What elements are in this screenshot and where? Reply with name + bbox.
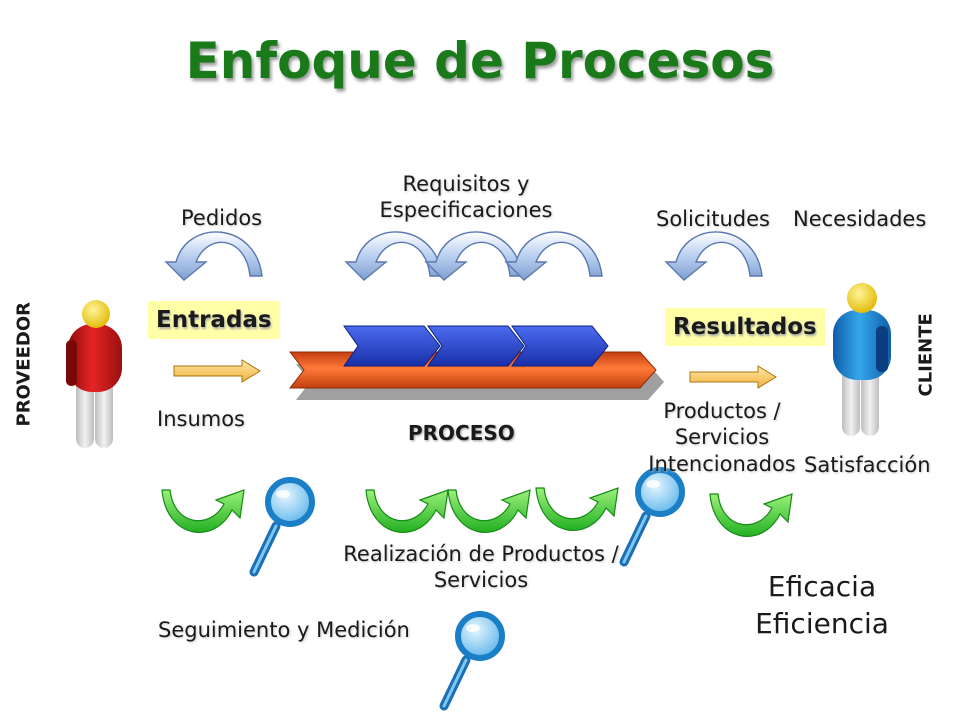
output-right-arrow-icon: [689, 365, 777, 389]
solicitudes-label: Solicitudes: [656, 207, 770, 231]
pedidos-label: Pedidos: [181, 206, 263, 230]
client-person-icon: [833, 283, 891, 436]
client-label: CLIENTE: [915, 313, 937, 397]
solicitudes-curved-arrow-icon: [665, 231, 763, 281]
requisitos-curved-arrow-icon-3: [505, 231, 603, 281]
pedidos-curved-arrow-icon: [165, 231, 263, 281]
supplier-person-icon: [66, 300, 122, 448]
entradas-box: Entradas: [148, 301, 280, 339]
monitoring-curved-arrow-icon-2: [365, 489, 449, 533]
eficacia-text: Eficacia: [767, 570, 877, 603]
eficacia-eficiencia-label: Eficacia Eficiencia: [752, 569, 892, 643]
supplier-label: PROVEEDOR: [13, 302, 35, 427]
satisfaccion-label: Satisfacción: [804, 453, 931, 477]
page-title: Enfoque de Procesos: [185, 32, 775, 90]
requisitos-line2: Especificaciones: [379, 198, 553, 223]
productos-line3: Intencionados: [648, 451, 796, 476]
eficiencia-text: Eficiencia: [755, 606, 889, 640]
proceso-label: PROCESO: [408, 421, 515, 445]
monitoring-curved-arrow-icon-3: [447, 489, 531, 533]
requisitos-curved-arrow-icon-1: [345, 231, 443, 281]
magnifier-icon-1: [254, 480, 312, 572]
necesidades-label: Necesidades: [793, 207, 927, 231]
input-right-arrow-icon: [173, 359, 261, 383]
requisitos-label: Requisitos y Especificaciones: [366, 171, 566, 224]
seguimiento-label: Seguimiento y Medición: [158, 618, 410, 642]
realizacion-line2: Servicios: [433, 568, 529, 593]
insumos-label: Insumos: [157, 407, 245, 431]
productos-line1: Productos /: [663, 399, 781, 423]
resultados-box: Resultados: [665, 308, 825, 346]
monitoring-curved-arrow-icon-5: [709, 493, 793, 537]
magnifier-icon-2: [624, 470, 682, 562]
productos-label: Productos / Servicios Intencionados: [640, 398, 804, 477]
productos-line2: Servicios: [674, 425, 770, 450]
realizacion-label: Realización de Productos / Servicios: [336, 541, 626, 594]
requisitos-line1: Requisitos y: [402, 172, 530, 196]
monitoring-curved-arrow-icon-4: [535, 487, 619, 531]
process-chevrons-icon: [343, 325, 609, 367]
magnifier-icon-3: [444, 614, 502, 706]
realizacion-line1: Realización de Productos /: [343, 542, 619, 566]
monitoring-curved-arrow-icon-1: [161, 489, 245, 533]
requisitos-curved-arrow-icon-2: [425, 231, 523, 281]
